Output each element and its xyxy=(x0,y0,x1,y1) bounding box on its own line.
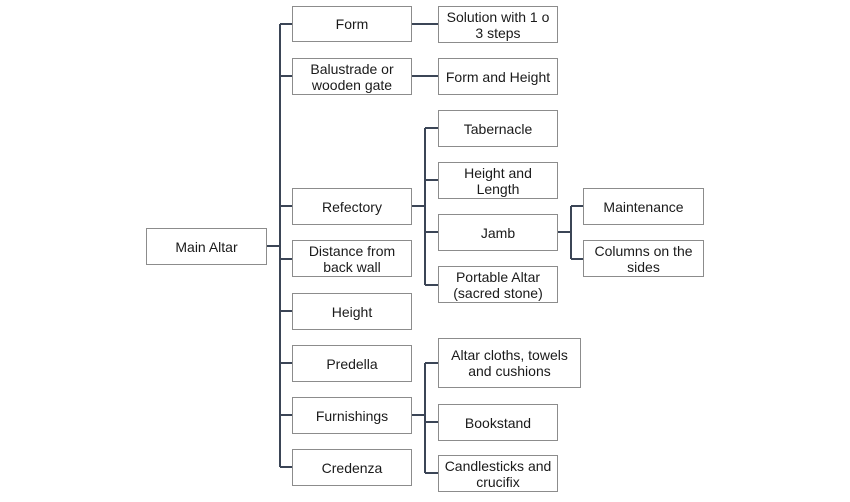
connector-jamb-spine xyxy=(558,206,572,259)
node-height: Height xyxy=(292,293,412,330)
node-columns-on-sides: Columns on the sides xyxy=(583,240,704,277)
node-altar-cloths: Altar cloths, towels and cushions xyxy=(438,338,581,388)
node-distance: Distance from back wall xyxy=(292,240,412,277)
node-main-altar: Main Altar xyxy=(146,228,267,265)
connector-furnishings-spine xyxy=(412,363,426,473)
node-tabernacle: Tabernacle xyxy=(438,110,558,147)
node-bookstand: Bookstand xyxy=(438,404,558,441)
node-balustrade: Balustrade or wooden gate xyxy=(292,58,412,95)
node-furnishings: Furnishings xyxy=(292,397,412,434)
node-portable-altar: Portable Altar (sacred stone) xyxy=(438,266,558,303)
connector-refectory-spine xyxy=(412,128,426,285)
node-credenza: Credenza xyxy=(292,449,412,486)
node-predella: Predella xyxy=(292,345,412,382)
node-candlesticks: Candlesticks and crucifix xyxy=(438,455,558,492)
node-refectory: Refectory xyxy=(292,188,412,225)
connector-root-spine xyxy=(267,24,281,467)
node-solution-steps: Solution with 1 o 3 steps xyxy=(438,6,558,43)
node-form-and-height: Form and Height xyxy=(438,58,558,95)
node-maintenance: Maintenance xyxy=(583,188,704,225)
node-jamb: Jamb xyxy=(438,214,558,251)
node-form: Form xyxy=(292,6,412,42)
node-height-and-length: Height and Length xyxy=(438,162,558,199)
